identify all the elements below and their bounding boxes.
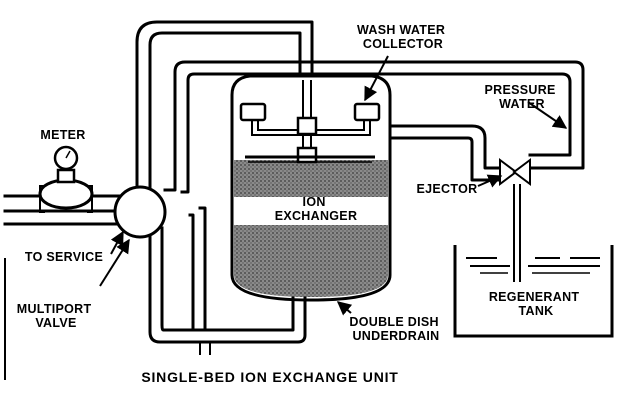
label-wash-water-collector: WASH WATER COLLECTOR xyxy=(357,23,449,51)
label-double-dish-underdrain: DOUBLE DISH UNDERDRAIN xyxy=(349,315,442,343)
underdrain-pipe xyxy=(148,206,307,355)
upper-pipe-loop xyxy=(135,20,314,207)
regenerant-tank xyxy=(453,245,614,338)
multiport-valve xyxy=(113,185,167,239)
ion-exchanger-tank xyxy=(230,74,392,302)
leader-arrows xyxy=(99,55,568,316)
label-to-service: TO SERVICE xyxy=(25,250,103,264)
label-regenerant-tank: REGENERANT TANK xyxy=(489,290,583,318)
label-ion-exchanger: ION EXCHANGER xyxy=(275,195,358,223)
wash-water-to-ejector-pipe xyxy=(358,124,502,182)
meter xyxy=(38,145,94,213)
wash-water-collector xyxy=(239,80,381,164)
diagram-caption: SINGLE-BED ION EXCHANGE UNIT xyxy=(141,369,398,385)
label-pressure-water: PRESSURE WATER xyxy=(485,83,560,111)
label-ejector: EJECTOR xyxy=(417,182,478,196)
label-multiport-valve: MULTIPORT VALVE xyxy=(17,302,95,330)
label-meter: METER xyxy=(40,128,85,142)
ejector xyxy=(499,158,531,282)
